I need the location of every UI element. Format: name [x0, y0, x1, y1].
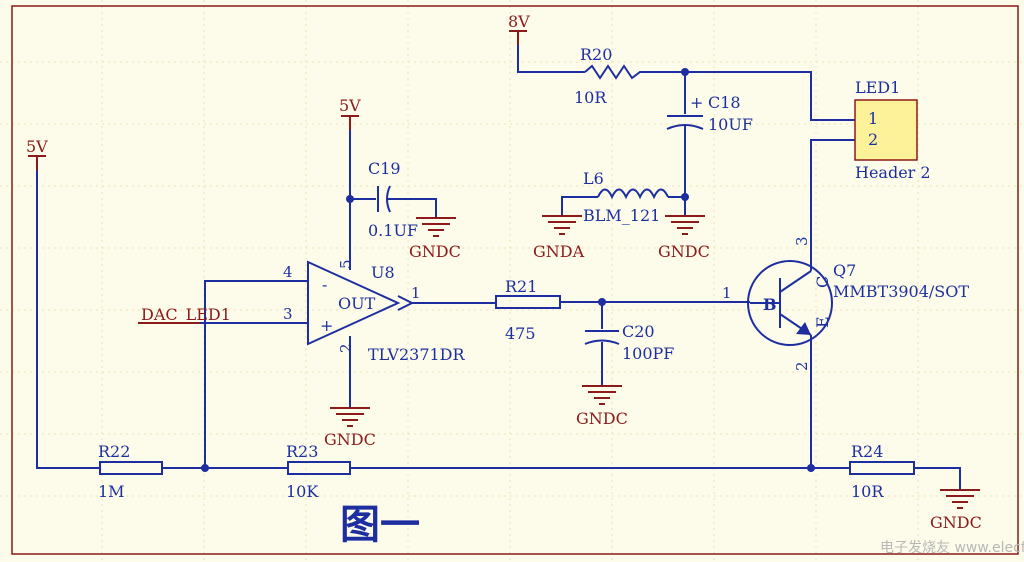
capacitor-c20: C20 100PF	[584, 322, 674, 363]
capacitor-c18: + C18 10UF	[666, 93, 753, 134]
header-led1: 1 2 LED1 Header 2	[854, 78, 931, 182]
svg-text:GNDC: GNDC	[930, 513, 982, 532]
svg-text:E: E	[813, 316, 832, 328]
svg-text:1: 1	[868, 109, 878, 128]
svg-text:1: 1	[411, 284, 421, 302]
svg-text:TLV2371DR: TLV2371DR	[368, 345, 466, 364]
svg-text:B: B	[763, 295, 777, 314]
svg-text:0.1UF: 0.1UF	[368, 221, 418, 240]
resistor-r22: R22 1M	[98, 442, 163, 501]
svg-text:C20: C20	[622, 322, 655, 341]
svg-text:2: 2	[793, 361, 811, 371]
net-dac-led1: DAC_LED1	[138, 305, 290, 324]
svg-text:GNDC: GNDC	[658, 242, 710, 261]
wire-feedback-minus	[204, 280, 290, 468]
svg-text:+: +	[320, 316, 333, 335]
svg-text:2: 2	[868, 130, 878, 149]
svg-text:475: 475	[505, 324, 536, 343]
svg-text:GNDC: GNDC	[324, 430, 376, 449]
gnd-u8: GNDC	[324, 407, 376, 449]
opamp-u8: - + OUT 4 3 5 2 1 U8 TLV2371DR	[283, 259, 466, 364]
watermark: 电子发烧友 www.elecfans.com	[880, 540, 1024, 556]
svg-text:R24: R24	[851, 442, 883, 461]
svg-text:+: +	[690, 93, 703, 112]
svg-text:4: 4	[283, 263, 293, 281]
gnd-gnda-l6: GNDA	[533, 215, 585, 261]
transistor-q7: B C E 1 3 2 Q7 MMBT3904/SOT	[722, 236, 969, 371]
resistor-r23: R23 10K	[286, 442, 351, 501]
svg-text:1M: 1M	[98, 482, 125, 501]
svg-text:Header 2: Header 2	[855, 163, 931, 182]
svg-text:R23: R23	[286, 442, 318, 461]
gnd-c19: GNDC	[409, 217, 461, 261]
svg-text:-: -	[322, 275, 327, 294]
svg-text:GNDA: GNDA	[533, 242, 585, 261]
svg-text:8V: 8V	[508, 12, 530, 31]
svg-text:10K: 10K	[286, 482, 319, 501]
gnd-r24: GNDC	[930, 489, 982, 532]
svg-text:2: 2	[337, 343, 355, 353]
wire-8v-r20	[517, 45, 585, 73]
resistor-r20: R20 10R	[574, 45, 648, 107]
figure-caption: 图一	[340, 502, 420, 548]
svg-text:10R: 10R	[851, 482, 884, 501]
svg-text:OUT: OUT	[338, 294, 376, 313]
svg-text:R22: R22	[98, 442, 130, 461]
resistor-r24: R24 10R	[849, 442, 915, 501]
net-5v-left: 5V	[26, 137, 48, 170]
svg-text:R21: R21	[505, 277, 537, 296]
net-8v: 8V	[508, 12, 530, 45]
wire-5v-r22	[36, 170, 100, 469]
wire-c19-gnd	[388, 198, 437, 218]
svg-text:Q7: Q7	[833, 261, 856, 280]
svg-text:GNDC: GNDC	[409, 242, 461, 261]
sheet-border	[11, 5, 1019, 555]
svg-text:5V: 5V	[26, 137, 48, 156]
svg-text:3: 3	[283, 305, 293, 323]
svg-text:C18: C18	[708, 93, 741, 112]
gnd-c20: GNDC	[576, 385, 628, 428]
wire-collector-led	[810, 139, 855, 271]
inductor-l6: L6 BLM_121	[583, 169, 669, 225]
svg-text:GNDC: GNDC	[576, 409, 628, 428]
svg-text:MMBT3904/SOT: MMBT3904/SOT	[833, 282, 969, 301]
svg-text:1: 1	[722, 284, 732, 302]
svg-text:C: C	[813, 276, 832, 288]
svg-text:10R: 10R	[574, 88, 607, 107]
svg-text:C19: C19	[368, 159, 401, 178]
svg-text:LED1: LED1	[855, 78, 900, 97]
svg-text:3: 3	[793, 236, 811, 246]
capacitor-c19: C19 0.1UF	[368, 159, 418, 240]
svg-text:L6: L6	[583, 169, 604, 188]
svg-text:10UF: 10UF	[708, 115, 753, 134]
wire-l6-left	[561, 196, 598, 216]
wire-r24-gnd	[914, 467, 961, 490]
net-5v-top: 5V	[339, 96, 361, 130]
svg-text:5: 5	[337, 259, 355, 269]
svg-text:100PF: 100PF	[622, 344, 674, 363]
svg-text:5V: 5V	[339, 96, 361, 115]
svg-text:BLM_121: BLM_121	[583, 206, 660, 225]
wire-r20-led	[648, 71, 855, 121]
gnd-gndc-l6: GNDC	[658, 215, 710, 261]
svg-text:DAC_LED1: DAC_LED1	[141, 305, 231, 324]
svg-text:U8: U8	[371, 263, 395, 282]
resistor-r21: R21 475	[495, 277, 561, 343]
svg-text:R20: R20	[580, 45, 612, 64]
